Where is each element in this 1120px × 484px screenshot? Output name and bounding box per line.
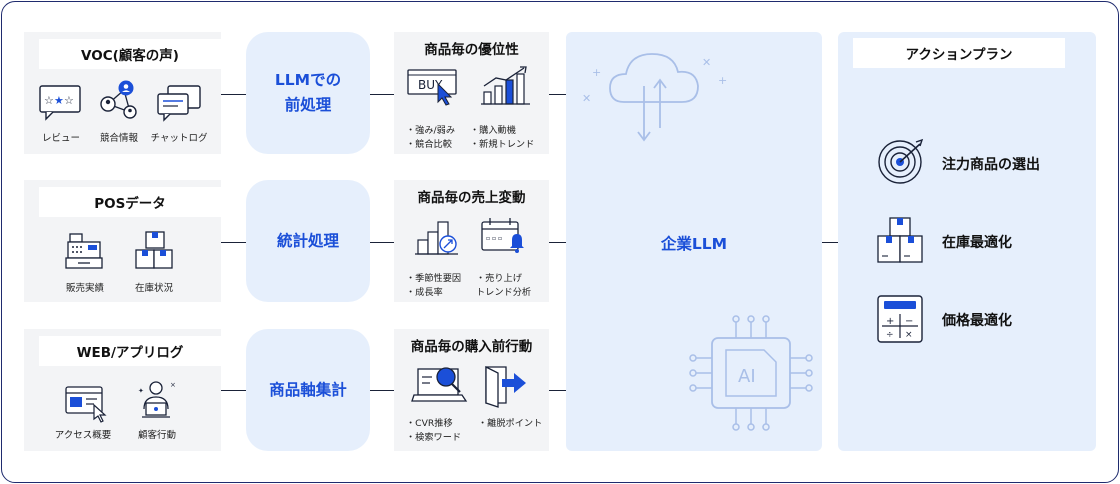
analysis-bullets: ・季節性要因 ・成長率 (406, 272, 461, 300)
process-product-aggregation: 商品軸集計 (246, 329, 370, 451)
bullet-item: ・売り上げ (476, 273, 522, 284)
action-item-label: 価格最適化 (942, 313, 1012, 329)
ai-chip-icon: AI (684, 310, 824, 449)
calculator-icon: + − ÷ × (876, 294, 926, 348)
svg-text:✕: ✕ (582, 92, 591, 105)
bullet-item: ・離脱ポイント (478, 418, 543, 429)
source-web: WEB/アプリログ アクセス概要 × ✦ 顧客行動 (24, 329, 221, 451)
analysis-advantage: 商品毎の優位性 BUY ・強み/弱み ・競合比較 ・購入動機 ・新規トレンド (394, 32, 549, 154)
rising-chart-icon (414, 216, 462, 262)
laptop-search-icon (411, 365, 470, 411)
buy-icon-text: BUY (418, 78, 443, 92)
svg-text:✕: ✕ (702, 56, 711, 69)
bullet-item: ・購入動機 (470, 125, 516, 136)
source-title: VOC(顧客の声) (39, 39, 221, 69)
connector-line (221, 390, 246, 392)
analysis-bullets: ・強み/弱み ・競合比較 (406, 124, 455, 152)
connector-line (549, 390, 571, 392)
analysis-bullets: ・離脱ポイント (478, 417, 542, 431)
bullet-item: ・新規トレンド (470, 138, 535, 150)
svg-text:★: ★ (54, 94, 64, 107)
source-item-label: チャットログ (150, 133, 208, 144)
svg-text:−: − (905, 316, 913, 327)
svg-text:+: + (718, 74, 727, 87)
browser-click-icon (64, 385, 110, 427)
ai-chip-text: AI (738, 366, 756, 387)
buy-click-icon: BUY (406, 66, 462, 110)
analysis-bullets: ・CVR推移 ・検索ワード (406, 417, 461, 445)
review-icon: ☆ ★ ☆ (38, 84, 84, 126)
register-icon (64, 232, 106, 276)
growth-bar-chart-icon (480, 66, 534, 110)
analysis-title: 商品毎の売上変動 (417, 190, 526, 206)
svg-text:▫ ▫ ▫: ▫ ▫ ▫ (486, 235, 502, 242)
source-item-label: アクセス概要 (54, 430, 112, 441)
process-label: 統計処理 (276, 231, 339, 250)
source-item-label: 競合情報 (99, 133, 138, 144)
analysis-bullets: ・売り上げ トレンド分析 (476, 272, 531, 300)
svg-text:+: + (592, 66, 601, 79)
svg-text:☆: ☆ (44, 94, 54, 107)
source-item-label: 販売実績 (65, 283, 104, 294)
bullet-item: ・競合比較 (406, 138, 452, 150)
svg-text:✦: ✦ (138, 387, 144, 395)
bullet-item: ・成長率 (406, 286, 443, 298)
target-icon (876, 138, 926, 190)
bullet-item: ・検索ワード (406, 431, 462, 443)
calendar-alert-icon: ▫ ▫ ▫ (480, 216, 530, 260)
connector-line (370, 242, 394, 244)
customer-behavior-icon: × ✦ (136, 379, 178, 425)
source-title: POSデータ (39, 187, 221, 217)
bullet-item: トレンド分析 (476, 286, 532, 298)
source-title: WEB/アプリログ (39, 336, 221, 366)
bullet-item: ・CVR推移 (406, 418, 453, 429)
chat-log-icon (156, 84, 204, 126)
svg-text:×: × (905, 330, 913, 340)
action-plan-title: アクションプラン (853, 38, 1065, 68)
enterprise-llm-panel: + ✕ ✕ + 企業LLM AI (566, 32, 822, 451)
source-pos: POSデータ 販売実績 在庫状況 (24, 180, 221, 302)
analysis-sales: 商品毎の売上変動 ▫ ▫ ▫ ・季節性要因 ・成長率 ・売り上げ トレンド分析 (394, 180, 549, 302)
process-llm-preprocess: LLMでの前処理 (246, 32, 370, 154)
bullet-item: ・強み/弱み (406, 125, 456, 136)
analysis-title: 商品毎の購入前行動 (410, 339, 533, 355)
analysis-behavior: 商品毎の購入前行動 ・CVR推移 ・検索ワード ・離脱ポイント (394, 329, 549, 451)
bullet-item: ・季節性要因 (406, 273, 462, 284)
connector-line (221, 242, 246, 244)
source-item-label: 在庫状況 (134, 283, 173, 294)
connector-line (221, 94, 246, 96)
analysis-title: 商品毎の優位性 (424, 42, 519, 58)
svg-text:☆: ☆ (64, 94, 74, 107)
process-statistics: 統計処理 (246, 180, 370, 302)
action-item-label: 在庫最適化 (942, 235, 1012, 251)
svg-text:+: + (886, 316, 894, 327)
svg-text:×: × (170, 381, 176, 389)
analysis-bullets: ・購入動機 ・新規トレンド (470, 124, 534, 152)
source-item-label: 顧客行動 (137, 430, 176, 441)
action-item-label: 注力商品の選出 (942, 157, 1040, 173)
exit-door-icon (482, 365, 530, 411)
process-label: LLMでの (274, 71, 342, 90)
source-voc: VOC(顧客の声) ☆ ★ ☆ レビュー 競合情報 (24, 32, 221, 154)
action-plan-panel: アクションプラン 注力商品の選出 在庫最適化 (838, 32, 1096, 451)
connector-line (549, 94, 571, 96)
source-item-label: レビュー (41, 133, 80, 144)
competitor-network-icon (96, 80, 142, 126)
connector-line (370, 390, 394, 392)
connector-line (549, 242, 571, 244)
inventory-optimize-icon (874, 216, 928, 270)
cloud-sync-icon: + ✕ ✕ + (578, 38, 748, 152)
inventory-boxes-icon (132, 230, 176, 278)
llm-label: 企業LLM (660, 235, 728, 253)
connector-line (370, 94, 394, 96)
process-label-line2: 前処理 (284, 96, 332, 114)
svg-text:÷: ÷ (886, 330, 894, 340)
process-label: 商品軸集計 (269, 380, 347, 399)
